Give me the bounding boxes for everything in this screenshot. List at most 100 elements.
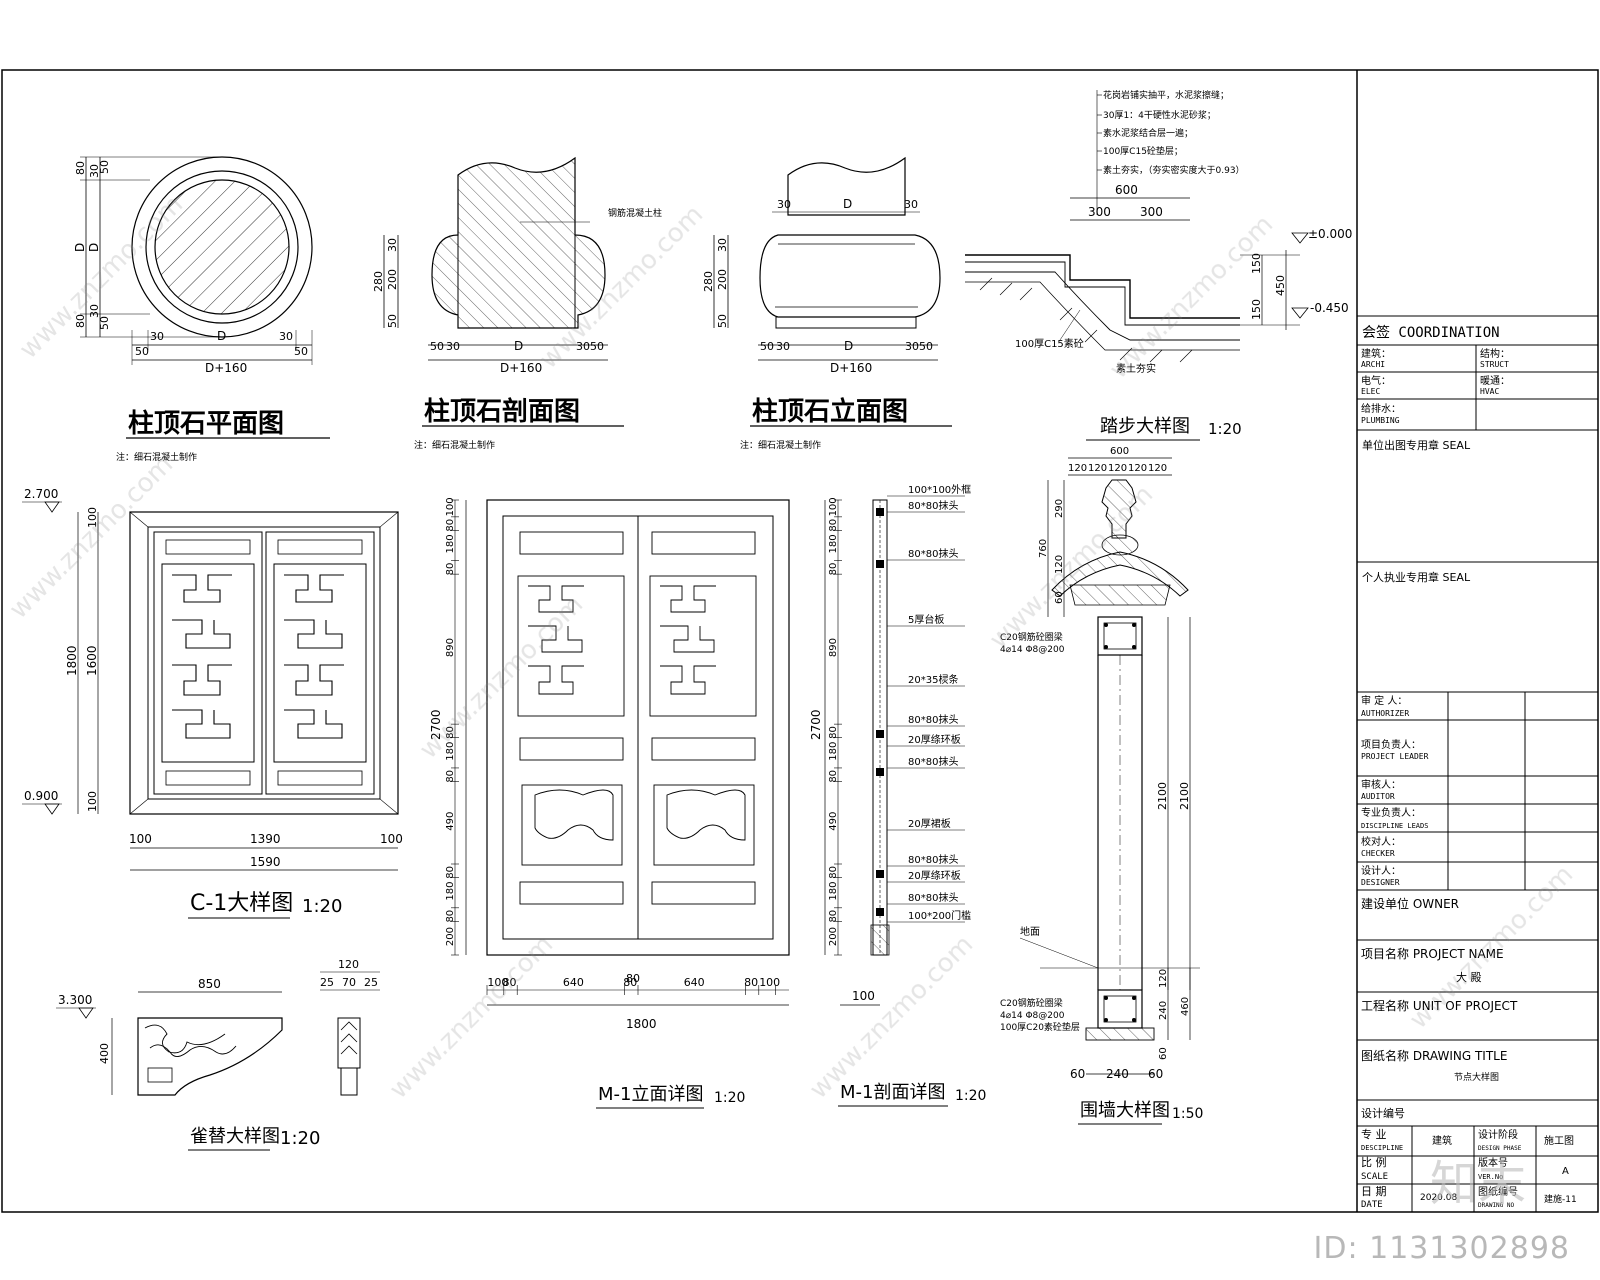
dim: 80 <box>828 519 839 532</box>
view-scale: 1:20 <box>714 1090 745 1106</box>
dim: 100 <box>380 832 403 846</box>
view-note: 注：细石混凝土制作 <box>740 439 821 451</box>
dim: 180 <box>445 882 456 901</box>
window-c1-view: 2.700 0.900 100 1800 1600 100 100 1390 1… <box>22 487 403 919</box>
dim: 50 <box>294 345 308 358</box>
phase-label: 设计阶段 <box>1478 1128 1518 1141</box>
coordination-label: 会签 COORDINATION <box>1362 324 1500 341</box>
dim: 100 <box>487 976 508 989</box>
dim: 50 <box>716 314 729 328</box>
seal-person-label: 个人执业专用章 SEAL <box>1362 570 1471 584</box>
level-mark: 3.300 <box>58 993 92 1007</box>
step-detail-view: 花岗岩铺实抽平，水泥浆擦缝； 30厚1：4干硬性水泥砂浆； 素水泥浆结合层一遍；… <box>965 89 1352 441</box>
dim: 2700 <box>809 709 823 740</box>
dim: 100 <box>445 497 456 516</box>
view-title: 柱顶石剖面图 <box>424 396 580 427</box>
dim: 30 <box>279 330 293 343</box>
dim: 80 <box>74 314 87 328</box>
dim: 80 <box>828 910 839 923</box>
dim: 120 <box>1068 463 1087 474</box>
callout-label: 80*80抹头 <box>908 547 958 560</box>
dim: 80 <box>623 976 637 989</box>
view-title: 围墙大样图 <box>1080 1100 1170 1121</box>
dim: 490 <box>828 812 839 831</box>
dim: 50 <box>760 340 774 353</box>
view-scale: 1:20 <box>1208 420 1242 438</box>
drawing-title-label: 图纸名称 DRAWING TITLE <box>1361 1048 1507 1063</box>
dim: 180 <box>828 534 839 553</box>
id-label: ID: 1131302898 <box>1313 1231 1570 1266</box>
dim: 30 <box>386 238 399 252</box>
door-sec-callouts: 100*100外框80*80抹头80*80抹头5厚台板20*35棂条80*80抹… <box>887 483 971 923</box>
dim: 100 <box>129 832 152 846</box>
dim: 760 <box>1038 539 1049 558</box>
dim: 50 <box>430 340 444 353</box>
dim: 25 <box>320 976 334 989</box>
dim: D <box>87 243 101 252</box>
dim: 180 <box>828 742 839 761</box>
struct-label: 结构： <box>1480 347 1510 360</box>
project-name-label: 项目名称 PROJECT NAME <box>1361 946 1504 961</box>
dim: 30 <box>777 198 791 211</box>
level-mark: 0.900 <box>24 789 58 803</box>
beam-note: 100厚C20素砼垫层 <box>1000 1021 1080 1033</box>
plumb-en: PLUMBING <box>1361 416 1400 425</box>
scale-en: SCALE <box>1361 1172 1388 1182</box>
dwgno-en: DRAWING NO <box>1478 1202 1515 1209</box>
callout-label: 100*100外框 <box>908 483 971 496</box>
dim: D <box>843 197 852 211</box>
callout-label: 20厚绦环板 <box>908 733 961 746</box>
dim: 120 <box>1128 463 1147 474</box>
archi-en: ARCHI <box>1361 360 1385 369</box>
sheet-border <box>1 69 1599 1213</box>
title-block: 会签 COORDINATION 建筑： ARCHI 结构： STRUCT 电气：… <box>1356 70 1598 1212</box>
capital-elevation-view: 30 D 30 30 280 200 50 50 30 D 3050 D+160… <box>702 156 952 451</box>
callout-label: 100*200门槛 <box>908 909 971 922</box>
view-scale: 1:20 <box>955 1088 986 1104</box>
view-title: 雀替大样图 <box>190 1126 280 1147</box>
capital-plan-view: 80 30 50 D D 30 80 50 30 D 30 50 50 D+16… <box>73 156 330 463</box>
auditor-label: 审核人： <box>1361 778 1401 791</box>
scale-label: 比 例 <box>1361 1155 1387 1169</box>
dim: 1600 <box>85 645 99 676</box>
view-title: 柱顶石立面图 <box>752 396 908 427</box>
dim: 80 <box>828 563 839 576</box>
layer-note: 素土夯实 <box>1116 362 1156 375</box>
dim: 240 <box>1106 1067 1129 1081</box>
dim: 280 <box>702 271 715 292</box>
dim: 80 <box>445 519 456 532</box>
dim: 490 <box>445 812 456 831</box>
view-title: 踏步大样图 <box>1100 416 1190 437</box>
dim: 460 <box>1180 997 1191 1016</box>
dim: 200 <box>445 927 456 946</box>
dim: 80 <box>445 563 456 576</box>
dim: 30 <box>904 198 918 211</box>
dim: 180 <box>828 882 839 901</box>
dim: 120 <box>1108 463 1127 474</box>
dim: 50 <box>386 314 399 328</box>
level-mark: 2.700 <box>24 487 58 501</box>
discipline-en: DESCIPLINE <box>1361 1144 1403 1152</box>
layer-note: 100厚C15素砼 <box>1015 337 1084 350</box>
dim: 80 <box>445 866 456 879</box>
struct-en: STRUCT <box>1480 360 1509 369</box>
unit-label: 工程名称 UNIT OF PROJECT <box>1361 998 1518 1013</box>
dim: 200 <box>828 927 839 946</box>
dim: 60 <box>1054 591 1065 604</box>
dim: 70 <box>342 976 356 989</box>
leads-label: 专业负责人： <box>1361 806 1421 819</box>
discipline-value: 建筑 <box>1432 1134 1452 1147</box>
dim: 2700 <box>429 709 443 740</box>
dim: 2100 <box>1178 782 1191 810</box>
dim: 30 <box>716 238 729 252</box>
dwgno-label: 图纸编号 <box>1478 1185 1518 1198</box>
capital-section-view: 钢筋混凝土柱 30 280 200 50 50 30 D 3050 D+160 … <box>372 156 662 451</box>
drawing-title: 节点大样图 <box>1454 1071 1499 1083</box>
dim: 240 <box>1158 1001 1169 1020</box>
authorizer-label: 审 定 人： <box>1361 694 1407 707</box>
callout-label: 20厚裙板 <box>908 817 951 830</box>
wall-detail-view: 地面 600 120 120 120 120 120 290 760 120 6… <box>1000 446 1203 1125</box>
owner-label: 建设单位 OWNER <box>1361 896 1459 911</box>
